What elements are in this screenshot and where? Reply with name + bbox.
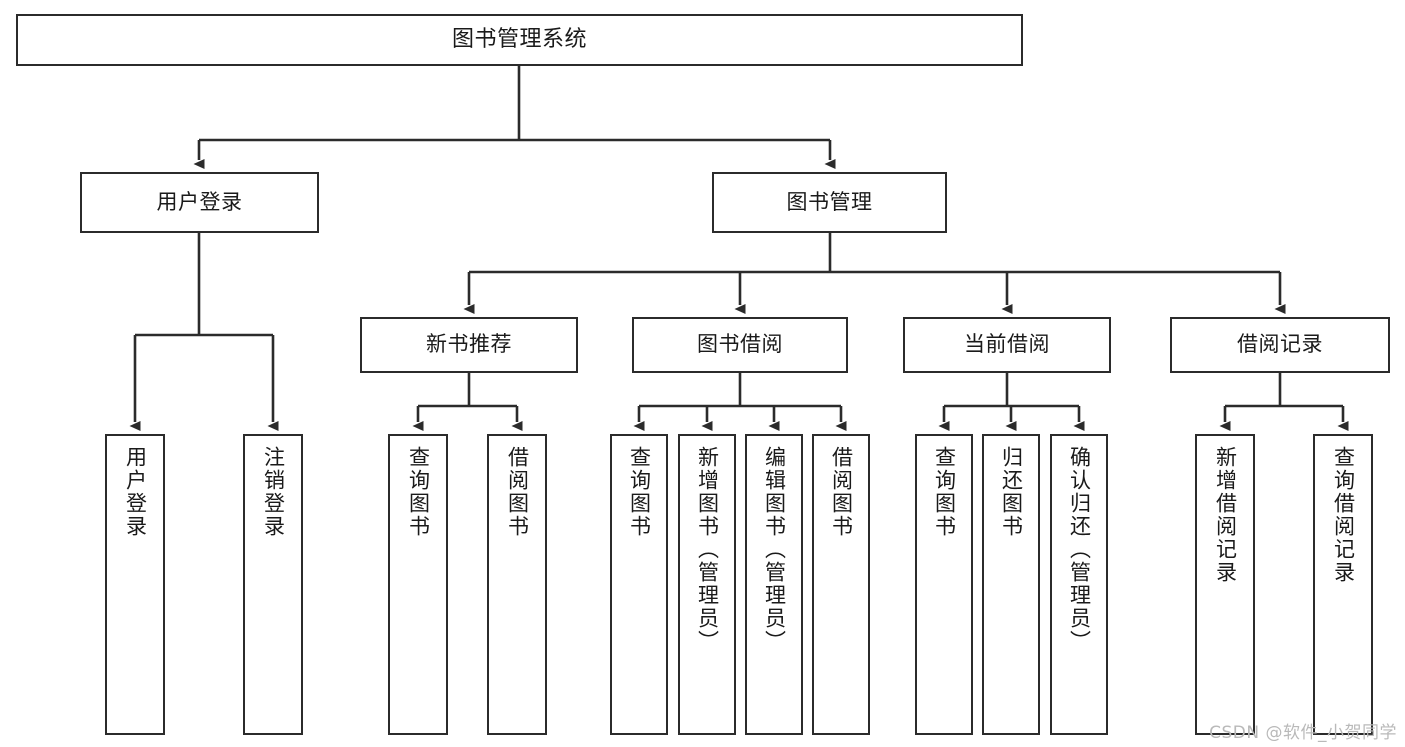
node-leaf-query-book-2[interactable]: 查询图书	[610, 434, 668, 735]
node-root[interactable]: 图书管理系统	[16, 14, 1023, 66]
node-current-borrow-label: 当前借阅	[964, 332, 1050, 357]
node-book-borrow[interactable]: 图书借阅	[632, 317, 848, 373]
node-leaf-confirm-return[interactable]: 确认归还（管理员）	[1050, 434, 1108, 735]
node-book-manage-label: 图书管理	[786, 189, 873, 214]
node-leaf-add-record-label: 新增借阅记录	[1213, 446, 1238, 584]
node-leaf-query-book-1[interactable]: 查询图书	[388, 434, 448, 735]
node-new-book-recommend[interactable]: 新书推荐	[360, 317, 578, 373]
node-leaf-return-book[interactable]: 归还图书	[982, 434, 1040, 735]
node-book-manage[interactable]: 图书管理	[712, 172, 947, 233]
node-leaf-user-login-label: 用户登录	[123, 446, 148, 538]
node-leaf-edit-book[interactable]: 编辑图书（管理员）	[745, 434, 803, 735]
watermark: CSDN @软件_小贺同学	[1209, 723, 1397, 743]
node-leaf-return-book-label: 归还图书	[999, 446, 1024, 538]
node-leaf-user-login[interactable]: 用户登录	[105, 434, 165, 735]
node-current-borrow[interactable]: 当前借阅	[903, 317, 1111, 373]
node-new-book-recommend-label: 新书推荐	[426, 332, 512, 357]
node-leaf-borrow-book-2[interactable]: 借阅图书	[812, 434, 870, 735]
node-leaf-logout-label: 注销登录	[261, 446, 286, 538]
node-leaf-add-book-label: 新增图书（管理员）	[695, 446, 720, 653]
node-book-borrow-label: 图书借阅	[697, 332, 783, 357]
node-leaf-add-record[interactable]: 新增借阅记录	[1195, 434, 1255, 735]
node-leaf-edit-book-label: 编辑图书（管理员）	[762, 446, 787, 653]
node-user-login-label: 用户登录	[156, 189, 243, 214]
node-leaf-query-record-label: 查询借阅记录	[1331, 446, 1356, 584]
node-leaf-add-book[interactable]: 新增图书（管理员）	[678, 434, 736, 735]
node-leaf-query-book-3-label: 查询图书	[932, 446, 957, 538]
node-root-label: 图书管理系统	[451, 26, 587, 52]
node-leaf-confirm-return-label: 确认归还（管理员）	[1067, 446, 1092, 653]
node-borrow-record-label: 借阅记录	[1237, 332, 1323, 357]
node-leaf-query-book-1-label: 查询图书	[406, 446, 431, 538]
node-leaf-logout[interactable]: 注销登录	[243, 434, 303, 735]
node-borrow-record[interactable]: 借阅记录	[1170, 317, 1390, 373]
node-leaf-borrow-book-1-label: 借阅图书	[505, 446, 530, 538]
node-leaf-borrow-book-1[interactable]: 借阅图书	[487, 434, 547, 735]
node-leaf-borrow-book-2-label: 借阅图书	[829, 446, 854, 538]
node-leaf-query-record[interactable]: 查询借阅记录	[1313, 434, 1373, 735]
node-user-login[interactable]: 用户登录	[80, 172, 319, 233]
node-leaf-query-book-2-label: 查询图书	[627, 446, 652, 538]
node-leaf-query-book-3[interactable]: 查询图书	[915, 434, 973, 735]
